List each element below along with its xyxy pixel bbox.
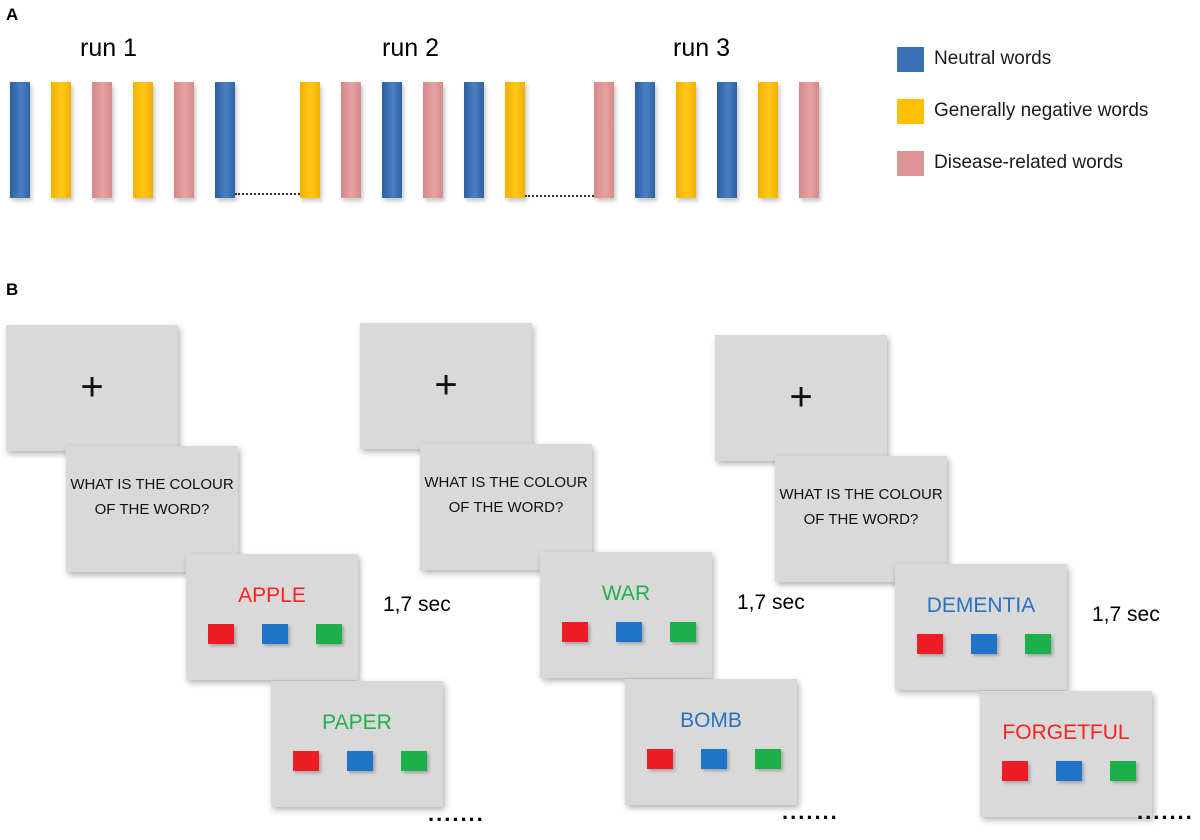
- stimulus-screen: BOMB: [625, 679, 797, 805]
- block-neutral: [382, 82, 402, 198]
- legend-neutral: Neutral words: [897, 46, 1051, 72]
- continuation-ellipsis: .......: [428, 801, 485, 826]
- response-key: [670, 622, 696, 642]
- run-gap-line: [525, 195, 594, 197]
- question-text: WHAT IS THE COLOUR OF THE WORD?: [424, 474, 588, 516]
- stimulus-word: BOMB: [680, 709, 742, 732]
- block-neutral: [215, 82, 235, 198]
- fixation-screen: +: [360, 323, 532, 449]
- stimulus-screen: PAPER: [271, 681, 443, 807]
- block-negative: [505, 82, 525, 198]
- block-disease: [341, 82, 361, 198]
- stimulus-screen: WAR: [540, 552, 712, 678]
- duration-label: 1,7 sec: [737, 591, 805, 614]
- response-key: [293, 751, 319, 771]
- fixation-cross: +: [789, 375, 813, 419]
- fixation-cross: +: [434, 363, 458, 407]
- response-key: [1056, 761, 1082, 781]
- block-disease: [423, 82, 443, 198]
- block-neutral: [464, 82, 484, 198]
- block-disease: [799, 82, 819, 198]
- fixation-cross: +: [80, 365, 104, 409]
- response-key: [701, 749, 727, 769]
- legend-label-negative: Generally negative words: [934, 100, 1149, 121]
- run-gap-line: [235, 193, 300, 195]
- question-text: WHAT IS THE COLOUR OF THE WORD?: [70, 476, 234, 518]
- question-screen: WHAT IS THE COLOUR OF THE WORD?: [420, 444, 592, 570]
- legend-label-neutral: Neutral words: [934, 48, 1052, 69]
- response-key: [208, 624, 234, 644]
- stimulus-screen: DEMENTIA: [895, 564, 1067, 690]
- legend-swatch-negative: [897, 98, 924, 124]
- response-key: [1110, 761, 1136, 781]
- stimulus-word: APPLE: [238, 584, 306, 607]
- panel-a-letter: A: [6, 5, 19, 24]
- response-key: [917, 634, 943, 654]
- block-neutral: [717, 82, 737, 198]
- fixation-screen: +: [715, 335, 887, 461]
- block-negative: [133, 82, 153, 198]
- run-label: run 2: [382, 34, 439, 62]
- response-key: [616, 622, 642, 642]
- stimulus-word: PAPER: [322, 711, 392, 734]
- response-key: [562, 622, 588, 642]
- legend-disease: Disease-related words: [897, 150, 1123, 176]
- stimulus-screen: APPLE: [186, 554, 358, 680]
- response-key: [971, 634, 997, 654]
- block-disease: [594, 82, 614, 198]
- fixation-screen: +: [6, 325, 178, 451]
- stimulus-word: FORGETFUL: [1002, 721, 1130, 744]
- question-screen: WHAT IS THE COLOUR OF THE WORD?: [66, 446, 238, 572]
- question-screen: WHAT IS THE COLOUR OF THE WORD?: [775, 456, 947, 582]
- block-negative: [300, 82, 320, 198]
- response-key: [1025, 634, 1051, 654]
- duration-label: 1,7 sec: [1092, 603, 1160, 626]
- continuation-ellipsis: .......: [1137, 799, 1194, 824]
- stimulus-word: DEMENTIA: [926, 594, 1036, 617]
- question-text: WHAT IS THE COLOUR OF THE WORD?: [779, 486, 943, 528]
- response-key: [647, 749, 673, 769]
- block-negative: [676, 82, 696, 198]
- legend-swatch-neutral: [897, 46, 924, 72]
- legend-label-disease: Disease-related words: [934, 152, 1124, 173]
- response-key: [1002, 761, 1028, 781]
- response-key: [262, 624, 288, 644]
- run-label: run 3: [673, 34, 730, 62]
- run-label: run 1: [80, 34, 137, 62]
- block-negative: [51, 82, 71, 198]
- response-key: [755, 749, 781, 769]
- block-disease: [92, 82, 112, 198]
- stimulus-word: WAR: [601, 582, 651, 605]
- duration-label: 1,7 sec: [383, 593, 451, 616]
- continuation-ellipsis: .......: [782, 799, 839, 824]
- block-neutral: [10, 82, 30, 198]
- response-key: [347, 751, 373, 771]
- response-key: [316, 624, 342, 644]
- panel-b-letter: B: [6, 280, 19, 299]
- block-neutral: [635, 82, 655, 198]
- legend-swatch-disease: [897, 150, 924, 176]
- block-negative: [758, 82, 778, 198]
- legend-negative: Generally negative words: [897, 98, 1148, 124]
- response-key: [401, 751, 427, 771]
- block-disease: [174, 82, 194, 198]
- stimulus-screen: FORGETFUL: [980, 691, 1152, 817]
